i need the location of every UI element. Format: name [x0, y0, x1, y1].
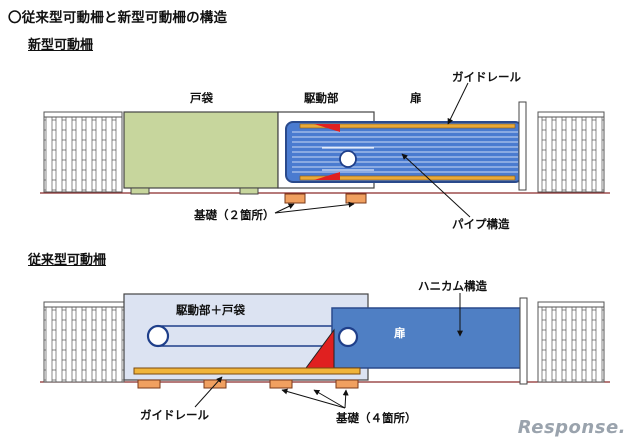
- new-right-railing: [537, 111, 605, 193]
- old-foundation-4: [335, 379, 359, 389]
- old-foundation-2: [203, 379, 227, 389]
- label-pipe-structure: パイプ構造: [452, 217, 510, 231]
- watermark: Response.: [517, 417, 626, 438]
- label-drive-unit: 駆動部: [304, 91, 339, 105]
- new-pocket-foot-1: [130, 187, 150, 195]
- old-guide-rail: [133, 367, 361, 375]
- old-arrow-foundation-2: [313, 389, 346, 409]
- new-type-section-label: 新型可動柵: [28, 38, 94, 53]
- old-type-diagram: [40, 293, 610, 409]
- new-arrow-foundation-2: [274, 201, 355, 214]
- new-wedge-bottom: [314, 172, 340, 180]
- label-door-pocket: 戸袋: [190, 91, 213, 105]
- old-arrow-foundation-1: [281, 388, 346, 409]
- new-type-diagram: [40, 82, 610, 218]
- new-door: [285, 121, 523, 183]
- old-foundation-1: [137, 379, 161, 389]
- label-new-foundation: 基礎（２箇所）: [194, 208, 275, 222]
- new-pocket-foot-2: [239, 187, 259, 195]
- page-title: 〇従来型可動柵と新型可動柵の構造: [8, 10, 228, 26]
- new-drive-wheel: [339, 150, 357, 168]
- old-door: [331, 307, 523, 369]
- new-guide-rail-bottom: [299, 175, 516, 181]
- new-foundation-2: [345, 193, 367, 204]
- label-new-guide-rail: ガイドレール: [452, 70, 521, 84]
- old-right-railing: [537, 301, 605, 383]
- new-arrow-pipe: [401, 153, 471, 218]
- label-drive-pocket: 駆動部＋戸袋: [176, 303, 245, 317]
- label-old-foundation: 基礎（４箇所）: [336, 411, 417, 425]
- old-end-post: [519, 297, 528, 385]
- new-end-post: [518, 101, 527, 191]
- label-new-door: 扉: [410, 91, 422, 105]
- old-wheel-right: [337, 326, 359, 348]
- label-old-door: 扉: [394, 326, 406, 340]
- old-arrow-guide-rail: [194, 376, 223, 408]
- old-left-railing: [43, 301, 125, 383]
- new-wedge-top: [314, 124, 340, 132]
- new-arrow-guide-rail: [447, 82, 469, 125]
- new-guide-rail-top: [299, 123, 516, 129]
- old-type-section-label: 従来型可動柵: [28, 253, 107, 268]
- old-foundation-3: [269, 379, 293, 389]
- new-left-railing: [43, 111, 123, 193]
- new-arrow-foundation-1: [274, 203, 295, 214]
- old-wheel-left: [146, 324, 170, 348]
- old-arrow-foundation-3: [342, 389, 349, 409]
- label-old-guide-rail: ガイドレール: [140, 408, 209, 422]
- new-door-pocket: [123, 111, 279, 189]
- new-foundation-1: [284, 193, 306, 204]
- label-honeycomb: ハニカム構造: [418, 279, 487, 293]
